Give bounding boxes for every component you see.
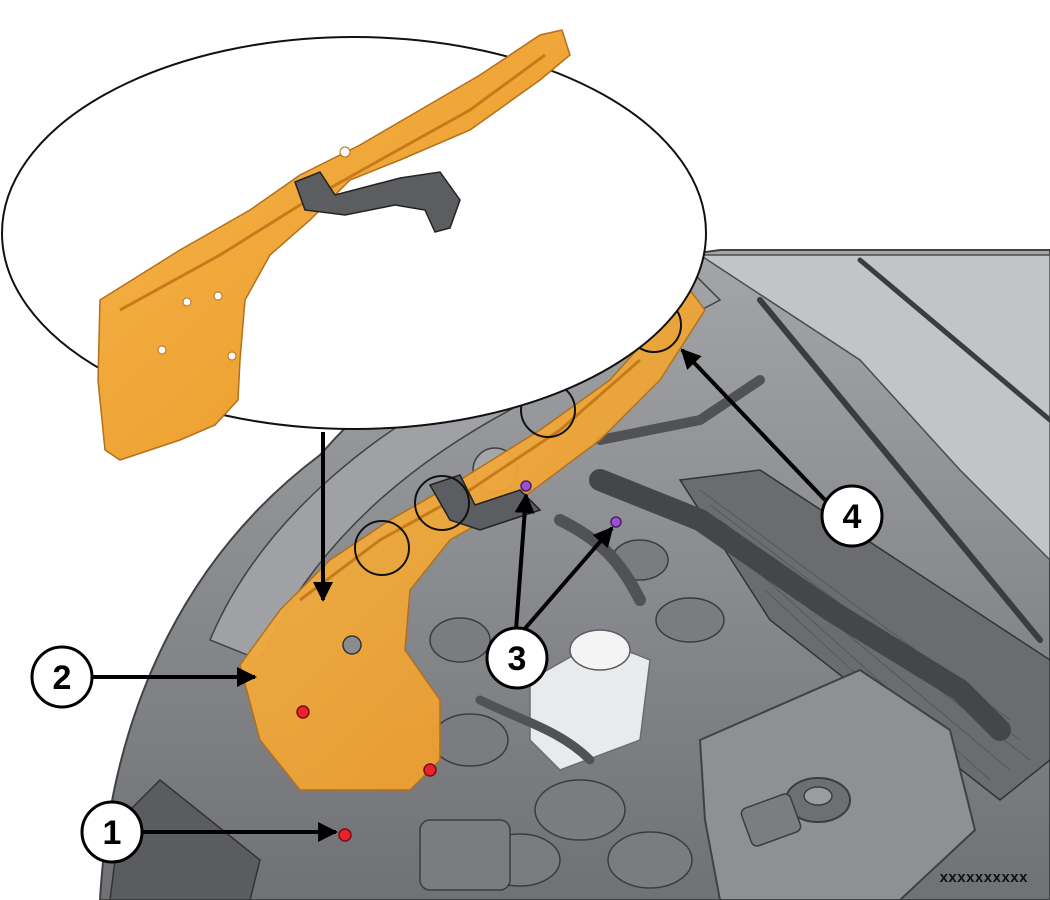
installed-cowl-panel [239,288,706,791]
hood-seal [589,469,1011,741]
fastener-red-1 [338,828,352,842]
callout-3: 3 [485,626,549,690]
detail-panel-holes [157,146,351,361]
callout-1-label: 1 [103,814,122,852]
hose-1 [554,514,646,606]
engine-components [419,539,725,891]
wiper-arm-2 [857,257,1050,423]
engine-badge [740,793,802,847]
detail-view [1,29,707,461]
coolant-cap [569,629,631,671]
fasteners [296,480,622,842]
windshield-cowl [697,254,1050,562]
detail-panel-ridge [119,53,546,312]
clip-circle-2 [414,475,470,531]
fastener-red-3 [296,705,310,719]
callout-4-label: 4 [843,498,862,536]
callout-1: 1 [80,800,144,864]
detail-panel-bracket [294,171,461,233]
front-grille-edge [109,778,261,900]
callout-2: 2 [30,645,94,709]
hose-3 [475,695,595,765]
leader-3b [520,526,614,634]
installed-panel-body [239,288,706,791]
callout-2-label: 2 [53,659,72,697]
clip-circle-1 [354,520,410,576]
detail-panel-body [97,29,571,461]
callout-3-label: 3 [508,640,527,678]
fastener-red-2 [423,763,437,777]
leader-4 [680,348,827,502]
leader-3a [514,493,535,631]
clip-purple-2 [610,516,622,528]
callout-leaders [92,348,827,842]
hose-2 [595,375,765,445]
panel-mount-boss [342,635,362,655]
clip-purple-1 [520,480,532,492]
callout-4: 4 [820,484,884,548]
wiper-arm [757,297,1043,643]
installed-panel-ridge [299,358,641,602]
oil-filler-cap-center [803,786,833,806]
reference-code: xxxxxxxxxx [940,869,1029,886]
